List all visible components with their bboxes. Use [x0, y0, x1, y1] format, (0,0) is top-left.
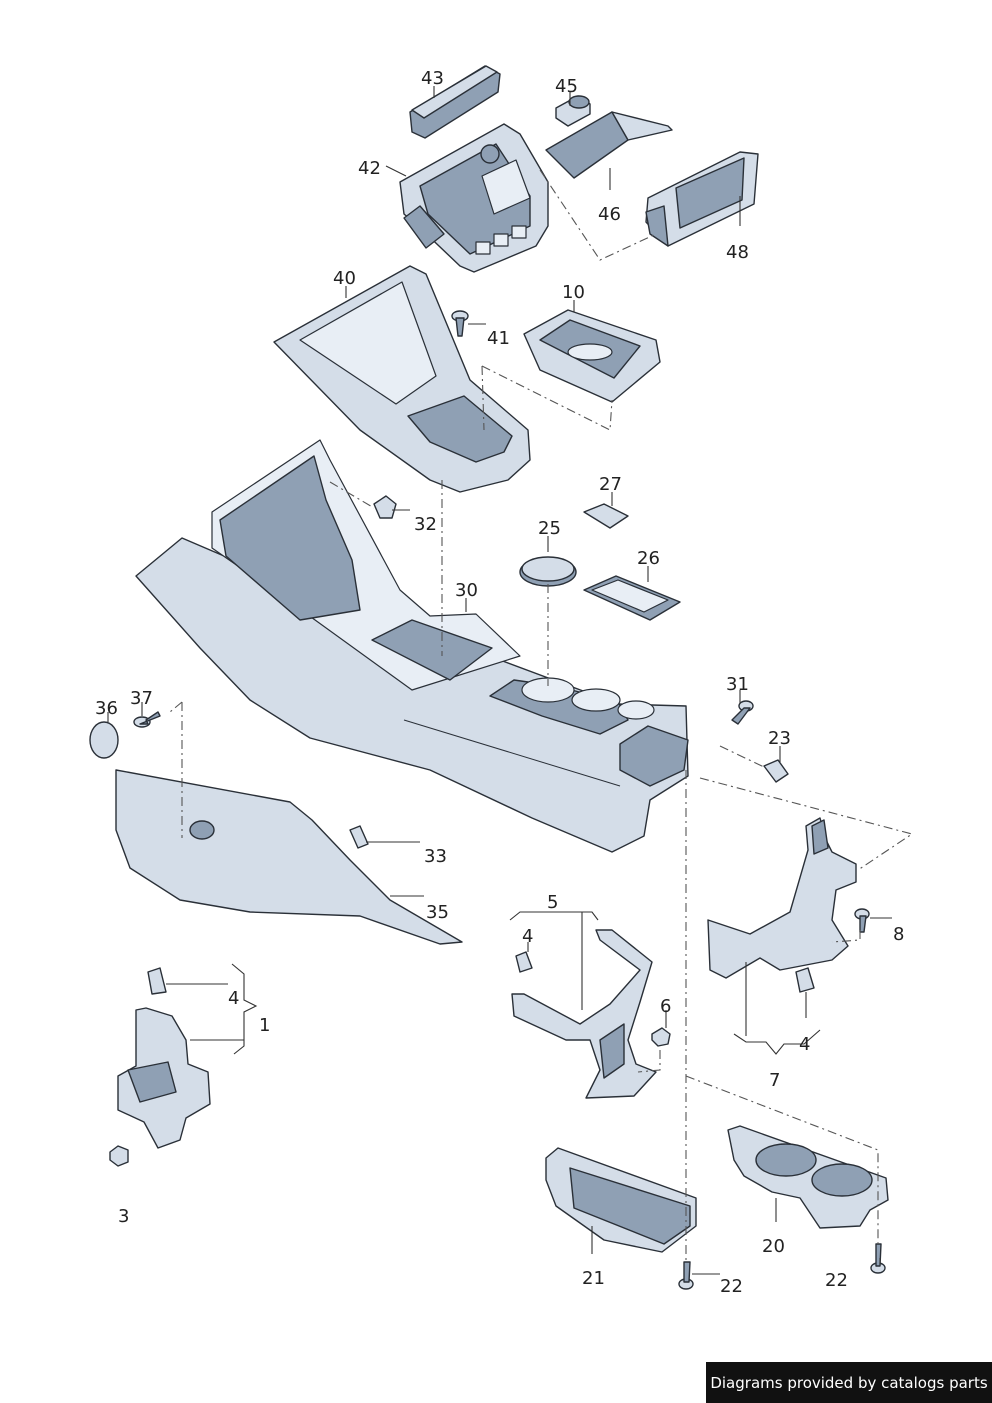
part-20-cupholder: [727, 1125, 889, 1229]
label-27: 27: [599, 474, 622, 495]
label-6: 6: [660, 996, 671, 1017]
label-23: 23: [768, 728, 791, 749]
part-48-tray: [645, 151, 759, 247]
part-22-screw-left: [678, 1261, 694, 1290]
part-31-screw: [731, 700, 754, 725]
part-4-clip-left: [147, 967, 167, 995]
label-21: 21: [582, 1268, 605, 1289]
part-32-clip: [373, 495, 397, 519]
label-45: 45: [555, 76, 578, 97]
label-35: 35: [426, 902, 449, 923]
label-42: 42: [358, 158, 381, 179]
part-labels: 43 45 42 46 48 40 41 10 32 27 25 26 30 3…: [95, 68, 904, 1297]
part-41-screw: [451, 310, 469, 337]
part-10-bin: [523, 309, 661, 403]
part-6-nut: [651, 1027, 671, 1047]
label-32: 32: [414, 514, 437, 535]
label-41: 41: [487, 328, 510, 349]
part-8-screw: [854, 908, 870, 933]
label-36: 36: [95, 698, 118, 719]
part-27-bracket: [583, 503, 629, 529]
part-35-side-panel: [115, 769, 463, 945]
label-8: 8: [893, 924, 904, 945]
part-4-clip-right: [795, 967, 815, 993]
part-22-screw-right: [870, 1243, 886, 1274]
label-48: 48: [726, 242, 749, 263]
label-33: 33: [424, 846, 447, 867]
label-26: 26: [637, 548, 660, 569]
part-37-screw: [133, 711, 161, 728]
label-40: 40: [333, 268, 356, 289]
part-21-box: [545, 1147, 697, 1253]
label-43: 43: [421, 68, 444, 89]
label-4-middle: 4: [522, 926, 533, 947]
part-7-bracket: [707, 817, 857, 979]
part-33-clip: [349, 825, 369, 849]
assembly-lines: [169, 169, 914, 1264]
footer-credit: Diagrams provided by catalogs parts: [706, 1362, 992, 1403]
part-45-socket: [555, 95, 591, 127]
label-25: 25: [538, 518, 561, 539]
label-20: 20: [762, 1236, 785, 1257]
leader-lines: [107, 86, 892, 1275]
part-3-nut: [109, 1145, 129, 1167]
label-4-left: 4: [228, 988, 239, 1009]
part-25-mat: [519, 556, 577, 587]
label-1: 1: [259, 1015, 270, 1036]
part-43-cover: [409, 65, 501, 139]
label-4-right: 4: [799, 1034, 810, 1055]
label-3: 3: [118, 1206, 129, 1227]
label-30: 30: [455, 580, 478, 601]
label-37: 37: [130, 688, 153, 709]
label-46: 46: [598, 204, 621, 225]
part-36-cap: [89, 721, 119, 759]
part-26-mat: [583, 575, 681, 621]
part-4-clip-middle: [515, 951, 533, 973]
label-22-left: 22: [720, 1276, 743, 1297]
label-5: 5: [547, 892, 558, 913]
label-22-right: 22: [825, 1270, 848, 1291]
part-42-panel: [399, 123, 549, 273]
part-5-bracket: [511, 929, 657, 1099]
part-23-clip: [763, 759, 789, 783]
part-46-lid: [545, 111, 673, 179]
footer-text: Diagrams provided by catalogs parts: [710, 1373, 988, 1392]
part-30-console: [135, 439, 689, 853]
part-40-trim: [273, 265, 531, 493]
label-31: 31: [726, 674, 749, 695]
label-7: 7: [769, 1070, 780, 1091]
part-1-bracket: [117, 1007, 211, 1149]
label-10: 10: [562, 282, 585, 303]
